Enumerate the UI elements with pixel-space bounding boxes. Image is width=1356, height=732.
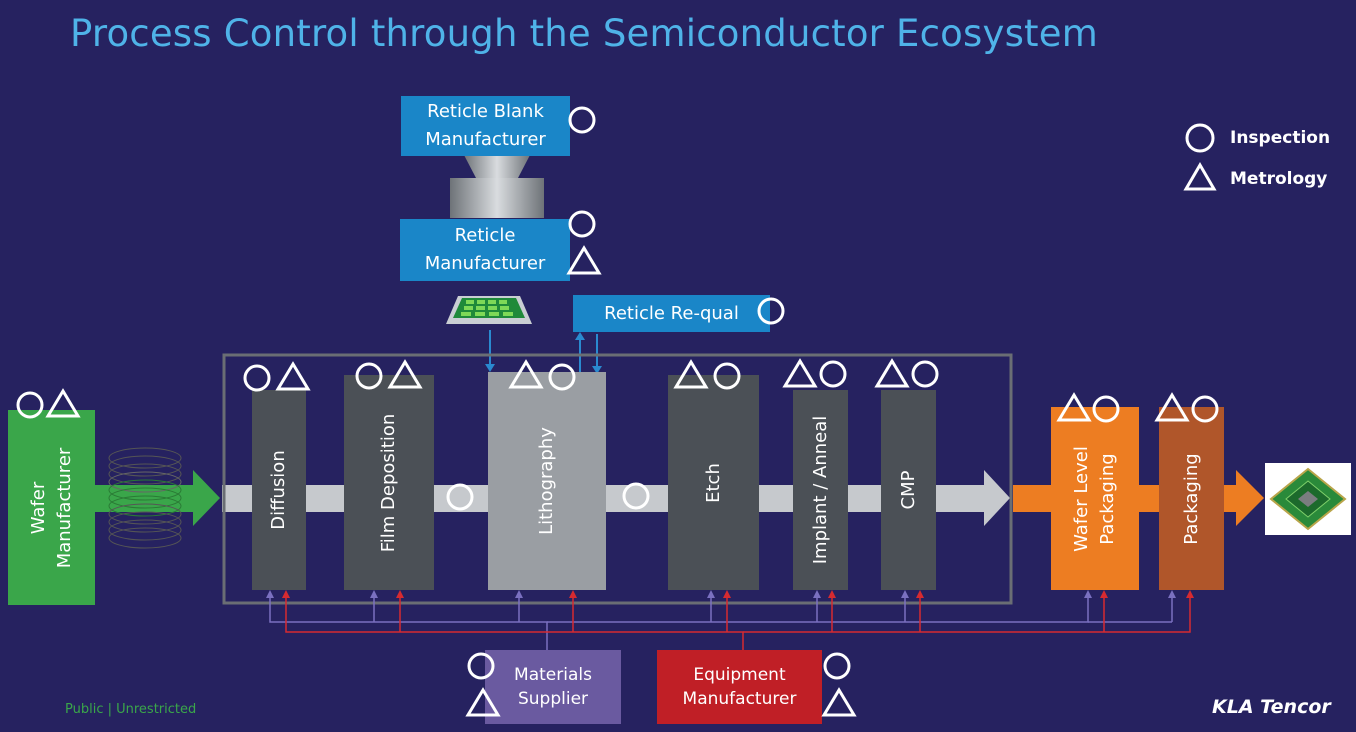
etch-box: Etch [668, 375, 759, 590]
reticle-arrows [485, 330, 602, 374]
etch-label: Etch [702, 462, 724, 503]
fab-frame [222, 353, 1013, 605]
packaging-label: Packaging [1180, 452, 1202, 545]
lithography-box: Lithography [488, 372, 606, 590]
wafer-flow-arrow [95, 470, 220, 526]
reticle-mfr-line1: Reticle [454, 225, 516, 246]
page-title: Process Control through the Semiconducto… [70, 12, 1098, 55]
reticle-mfr-line2: Manufacturer [424, 253, 546, 274]
footer-classification: Public | Unrestricted [65, 702, 197, 717]
packaging-box: Packaging [1159, 407, 1224, 590]
inspection-icon [1185, 123, 1215, 153]
reticle-requal-box: Reticle Re-qual [573, 295, 770, 332]
diffusion-label: Diffusion [268, 450, 289, 530]
wlp-line2: Packaging [1097, 452, 1118, 545]
materials-line2: Supplier [517, 689, 589, 709]
lithography-label: Lithography [536, 427, 557, 535]
reticle-requal-label: Reticle Re-qual [604, 302, 739, 324]
implant-anneal-label: Implant / Anneal [809, 415, 831, 565]
equipment-line1: Equipment [693, 665, 786, 685]
cmp-box: CMP [881, 390, 936, 590]
film-deposition-label: Film Deposition [378, 413, 399, 552]
materials-line1: Materials [514, 665, 592, 685]
wafer-ingot-icon [108, 447, 182, 549]
wlp-line1: Wafer Level [1071, 445, 1092, 552]
chip-icon [1269, 467, 1347, 531]
chip-image [1265, 463, 1351, 535]
reticle-mask-icon [446, 296, 532, 324]
implant-anneal-box: Implant / Anneal [793, 390, 848, 590]
reticle-blank-line1: Reticle Blank [427, 101, 544, 122]
company-logo: KLA Tencor [1212, 696, 1331, 718]
equipment-line2: Manufacturer [682, 689, 797, 709]
metrology-icon [1183, 162, 1217, 191]
wafer-mfr-line2: Manufacturer [53, 447, 75, 568]
legend-inspection-label: Inspection [1230, 128, 1331, 148]
supplier-connectors [266, 590, 1194, 650]
legend-metrology-label: Metrology [1230, 169, 1328, 189]
wafer-mfr-line1: Wafer [27, 481, 49, 534]
reticle-blank-line2: Manufacturer [425, 129, 546, 150]
film-deposition-box: Film Deposition [344, 375, 434, 590]
legend: Inspection Metrology [1183, 122, 1333, 194]
cmp-label: CMP [897, 470, 919, 510]
diffusion-box: Diffusion [252, 390, 306, 590]
optics-column [450, 155, 544, 218]
